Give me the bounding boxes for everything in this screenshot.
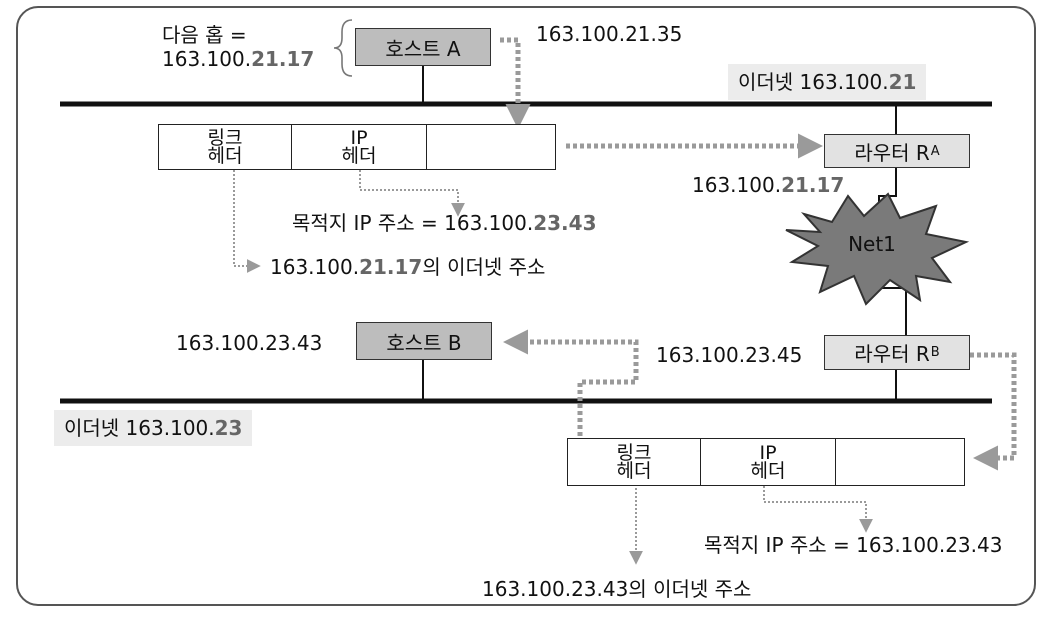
- ethernet-bottom-tag: 이더넷 163.100.23: [54, 410, 253, 446]
- ip-header-cell-bottom: IP 헤더: [701, 439, 836, 485]
- frame-to-host-b-arrow: [503, 329, 639, 436]
- link-header-to-eth-arrow: [233, 170, 261, 273]
- router-a-sub: A: [930, 143, 940, 159]
- next-hop-address: 163.100.21.17: [162, 48, 314, 70]
- ip-header-line1: IP: [350, 127, 368, 149]
- ethernet-top-highlight: 21: [888, 70, 917, 94]
- router-a-addr-prefix: 163.100.: [692, 173, 782, 197]
- ip-header-bottom-line2: 헤더: [750, 460, 786, 482]
- router-a-addr-highlight: 21.17: [781, 173, 845, 197]
- cloud-label: Net1: [848, 232, 896, 256]
- link-header-cell: 링크 헤더: [159, 125, 292, 169]
- next-hop-brace: [333, 19, 353, 77]
- ethernet-top-tag: 이더넷 163.100.21: [728, 64, 927, 100]
- payload-cell-bottom: [836, 439, 964, 485]
- link-header-line2: 헤더: [207, 145, 243, 167]
- ip-header-b-to-dest-arrow: [763, 486, 873, 533]
- ip-header-bottom-line1: IP: [759, 442, 777, 464]
- router-a-label: 라우터 R: [854, 140, 930, 165]
- router-b-address: 163.100.23.45: [656, 343, 803, 367]
- dest-ip-top: 목적지 IP 주소 = 163.100.23.43: [292, 212, 596, 234]
- host-a-address: 163.100.21.35: [536, 22, 683, 46]
- ethernet-address-bottom: 163.100.23.43의 이더넷 주소: [482, 577, 752, 601]
- ip-header-cell: IP 헤더: [292, 125, 427, 169]
- ip-header-to-dest-arrow: [359, 170, 465, 217]
- ethernet-bottom-prefix: 이더넷 163.100.: [64, 416, 215, 440]
- eth-top-prefix: 163.100.: [270, 255, 360, 279]
- host-b-address: 163.100.23.43: [176, 331, 323, 355]
- link-header-bottom-line2: 헤더: [616, 460, 652, 482]
- link-header-cell-bottom: 링크 헤더: [568, 439, 701, 485]
- router-b-sub: B: [930, 345, 940, 360]
- host-b-label: 호스트 B: [386, 330, 462, 355]
- host-a-to-frame-arrow: [500, 37, 531, 129]
- next-hop-line1: 다음 홉 =: [162, 23, 247, 47]
- ip-header-line2: 헤더: [341, 145, 377, 167]
- ethernet-address-top: 163.100.21.17의 이더넷 주소: [270, 256, 545, 278]
- next-hop-highlight: 21.17: [251, 47, 315, 71]
- ethernet-top-prefix: 이더넷 163.100.: [738, 70, 889, 94]
- ethernet-bottom-highlight: 23: [214, 416, 243, 440]
- link-header-line1: 링크: [207, 127, 243, 149]
- dest-ip-top-highlight: 23.43: [533, 211, 597, 235]
- packet-frame-bottom: 링크 헤더 IP 헤더: [567, 438, 965, 486]
- eth-top-highlight: 21.17: [359, 255, 423, 279]
- dest-ip-bottom: 목적지 IP 주소 = 163.100.23.43: [704, 533, 1003, 557]
- payload-cell: [427, 125, 555, 169]
- next-hop-prefix: 163.100.: [162, 47, 252, 71]
- net1-cloud: [785, 192, 970, 306]
- router-b-to-frame-arrow: [970, 352, 1017, 471]
- host-b: 호스트 B: [356, 322, 492, 360]
- dest-ip-top-prefix: 목적지 IP 주소 = 163.100.: [292, 211, 534, 235]
- packet-frame-top: 링크 헤더 IP 헤더: [158, 124, 556, 170]
- link-header-bottom-line1: 링크: [616, 442, 652, 464]
- host-a: 호스트 A: [355, 28, 491, 66]
- next-hop-label: 다음 홉 =: [162, 24, 247, 46]
- diagram-border: [16, 6, 1036, 606]
- router-a-address: 163.100.21.17: [692, 174, 844, 196]
- router-b-label: 라우터 R: [854, 342, 930, 366]
- eth-top-suffix: 의 이더넷 주소: [422, 255, 546, 279]
- host-a-label: 호스트 A: [385, 36, 461, 61]
